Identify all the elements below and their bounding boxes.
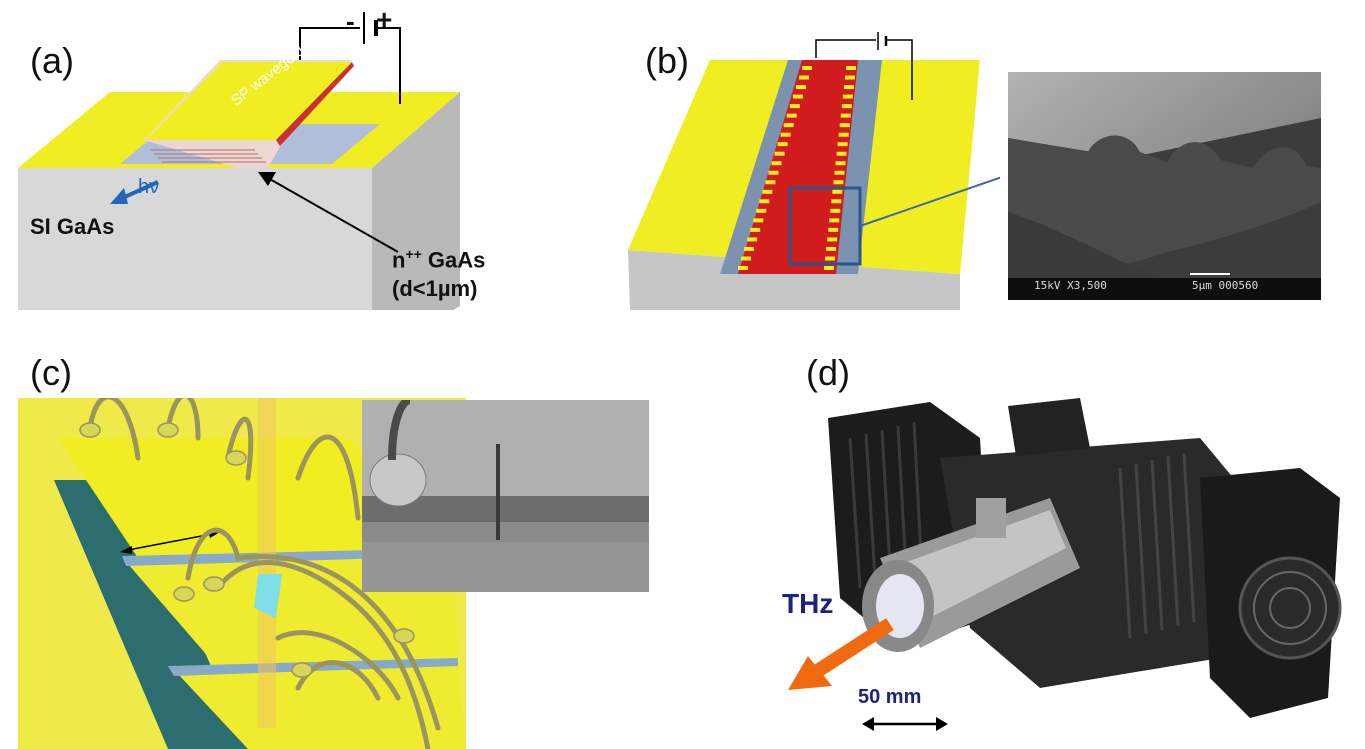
comb-tooth	[833, 180, 844, 185]
thickness-label: (d<1µm)	[392, 276, 478, 301]
comb-tooth	[802, 66, 812, 70]
comb-tooth	[836, 151, 847, 156]
comb-tooth	[828, 227, 839, 232]
layer-label-tail: GaAs	[421, 247, 486, 273]
comb-tooth	[837, 142, 848, 147]
comb-tooth	[824, 266, 834, 270]
sem-image-wirebond	[362, 400, 649, 592]
comb-tooth	[832, 189, 843, 194]
comb-tooth	[798, 75, 809, 80]
panel-d-label: (d)	[806, 352, 850, 393]
thz-label: THz	[782, 588, 834, 619]
comb-tooth	[825, 256, 836, 261]
polarity-minus-label: -	[346, 6, 355, 36]
comb-tooth	[846, 66, 856, 70]
panel-b-label: (b)	[645, 40, 689, 81]
comb-tooth	[771, 161, 782, 166]
comb-tooth	[841, 104, 852, 109]
comb-tooth	[759, 199, 770, 204]
layer-label: n++ GaAs	[392, 246, 485, 273]
comb-tooth	[843, 85, 854, 90]
comb-tooth	[829, 218, 840, 223]
comb-tooth	[839, 123, 850, 128]
comb-tooth	[831, 199, 842, 204]
comb-tooth	[747, 237, 758, 242]
comb-tooth	[840, 113, 851, 118]
comb-tooth	[795, 85, 806, 90]
sem-caption-left: 15kV X3,500	[1034, 279, 1107, 292]
comb-tooth	[777, 142, 788, 147]
comb-tooth	[838, 132, 849, 137]
comb-tooth	[756, 208, 767, 213]
emission-label: hν	[138, 176, 160, 198]
scale-bar-arrow	[862, 717, 948, 731]
comb-tooth	[844, 75, 855, 80]
substrate-label: SI GaAs	[30, 214, 115, 239]
comb-tooth	[842, 94, 853, 99]
comb-tooth	[762, 189, 773, 194]
comb-tooth	[834, 170, 845, 175]
panel-b-diagram	[628, 32, 1000, 310]
panel-a-diagram	[18, 12, 460, 310]
comb-tooth	[753, 218, 764, 223]
comb-tooth	[750, 227, 761, 232]
panel-c-label: (c)	[30, 352, 72, 393]
sem-image-comb	[1008, 72, 1321, 300]
comb-tooth	[792, 94, 803, 99]
thz-laser-photo	[828, 398, 1342, 718]
sem-caption-right: 5µm 000560	[1192, 279, 1259, 292]
comb-tooth	[835, 161, 846, 166]
scale-label: 50 mm	[858, 686, 922, 708]
comb-tooth	[738, 266, 748, 270]
comb-tooth	[789, 104, 800, 109]
thz-beam-arrow	[788, 618, 894, 690]
comb-teeth	[738, 66, 856, 270]
comb-tooth	[765, 180, 776, 185]
polarity-plus-label: +	[376, 4, 393, 35]
comb-tooth	[830, 208, 841, 213]
layer-label-main: n	[392, 247, 406, 273]
comb-tooth	[741, 256, 752, 261]
comb-tooth	[783, 123, 794, 128]
panel-a-label: (a)	[30, 40, 74, 81]
layer-label-superscript: ++	[405, 246, 422, 262]
comb-tooth	[768, 170, 779, 175]
comb-tooth	[827, 237, 838, 242]
comb-tooth	[826, 246, 837, 251]
comb-tooth	[786, 113, 797, 118]
comb-tooth	[780, 132, 791, 137]
comb-tooth	[774, 151, 785, 156]
comb-tooth	[744, 246, 755, 251]
